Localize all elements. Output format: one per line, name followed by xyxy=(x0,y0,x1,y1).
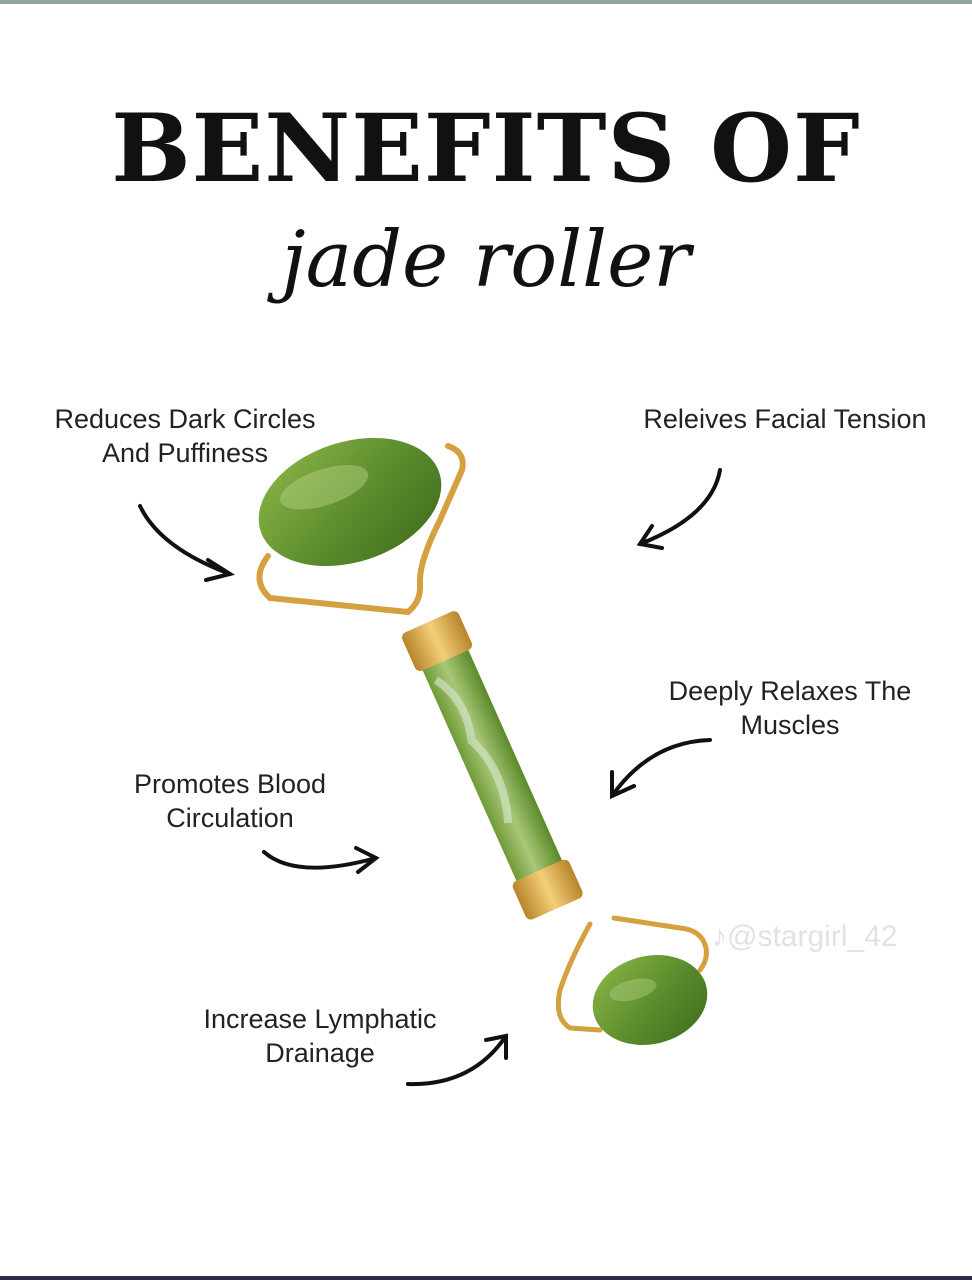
benefit-text-line: And Puffiness xyxy=(101,438,269,468)
frame-top-wire xyxy=(256,443,466,616)
benefit-text-line: Increase Lymphatic xyxy=(203,1004,437,1034)
watermark-text: @stargirl_42 xyxy=(727,920,898,953)
arrow-dark-circles xyxy=(138,504,236,582)
arrow-blood-circulation xyxy=(262,846,380,874)
benefit-text-line: Releives Facial Tension xyxy=(643,404,927,434)
music-note-icon: ♪ xyxy=(712,920,727,953)
watermark: ♪@stargirl_42 xyxy=(712,920,898,954)
arrow-relax-muscles xyxy=(610,738,712,800)
page-title: BENEFITS OF xyxy=(111,94,861,204)
benefit-text-line: Muscles xyxy=(740,710,840,740)
benefit-text-line: Circulation xyxy=(166,803,294,833)
benefit-text-line: Reduces Dark Circles xyxy=(54,404,316,434)
bottom-border xyxy=(0,1276,972,1280)
benefit-reduces-dark-circles: Reduces Dark Circles And Puffiness xyxy=(30,402,340,470)
large-roller-stone xyxy=(258,437,442,567)
benefit-text-line: Promotes Blood xyxy=(133,769,327,799)
arrow-lymphatic xyxy=(406,1033,508,1087)
benefit-relaxes-muscles: Deeply Relaxes The Muscles xyxy=(640,674,940,742)
benefit-lymphatic-drainage: Increase Lymphatic Drainage xyxy=(175,1002,465,1070)
roller-handle xyxy=(402,611,583,920)
top-border xyxy=(0,0,972,4)
benefit-text-line: Deeply Relaxes The xyxy=(668,676,912,706)
arrow-facial-tension xyxy=(636,468,722,550)
page-subtitle: jade roller xyxy=(281,215,691,305)
frame-bottom-wire xyxy=(555,915,709,1033)
benefit-text-line: Drainage xyxy=(265,1038,375,1068)
benefit-relieves-facial-tension: Releives Facial Tension xyxy=(620,402,950,436)
benefit-blood-circulation: Promotes Blood Circulation xyxy=(100,767,360,835)
small-roller-stone xyxy=(592,955,708,1045)
